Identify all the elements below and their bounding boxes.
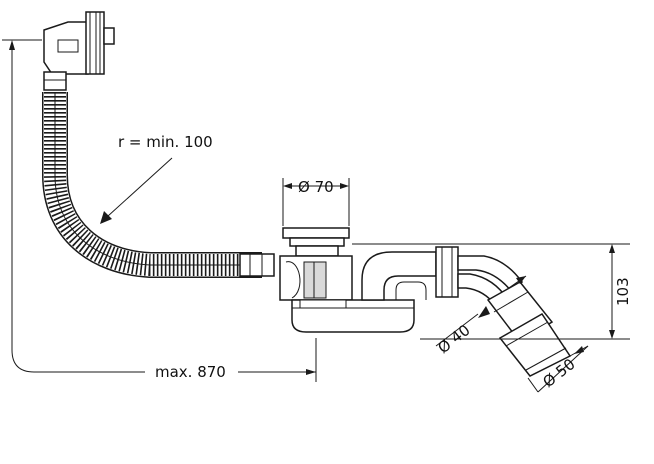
trap-body xyxy=(279,227,437,333)
max-length-label: max. 870 xyxy=(155,363,226,381)
height-label: 103 xyxy=(614,277,632,306)
outlet-diameter-dimension: Ø 70 xyxy=(282,178,350,226)
height-dimension: 103 xyxy=(352,243,632,340)
hose-coupling xyxy=(239,253,275,277)
max-length-dimension: max. 870 xyxy=(2,39,317,382)
pipe-40-label: Ø 40 xyxy=(434,321,473,357)
radius-label: r = min. 100 xyxy=(118,133,213,151)
outlet-diameter-label: Ø 70 xyxy=(298,178,334,196)
radius-dimension: r = min. 100 xyxy=(100,133,213,224)
flexible-hose xyxy=(42,92,262,278)
outlet-pipe xyxy=(435,246,572,377)
overflow-fitting xyxy=(43,11,115,91)
